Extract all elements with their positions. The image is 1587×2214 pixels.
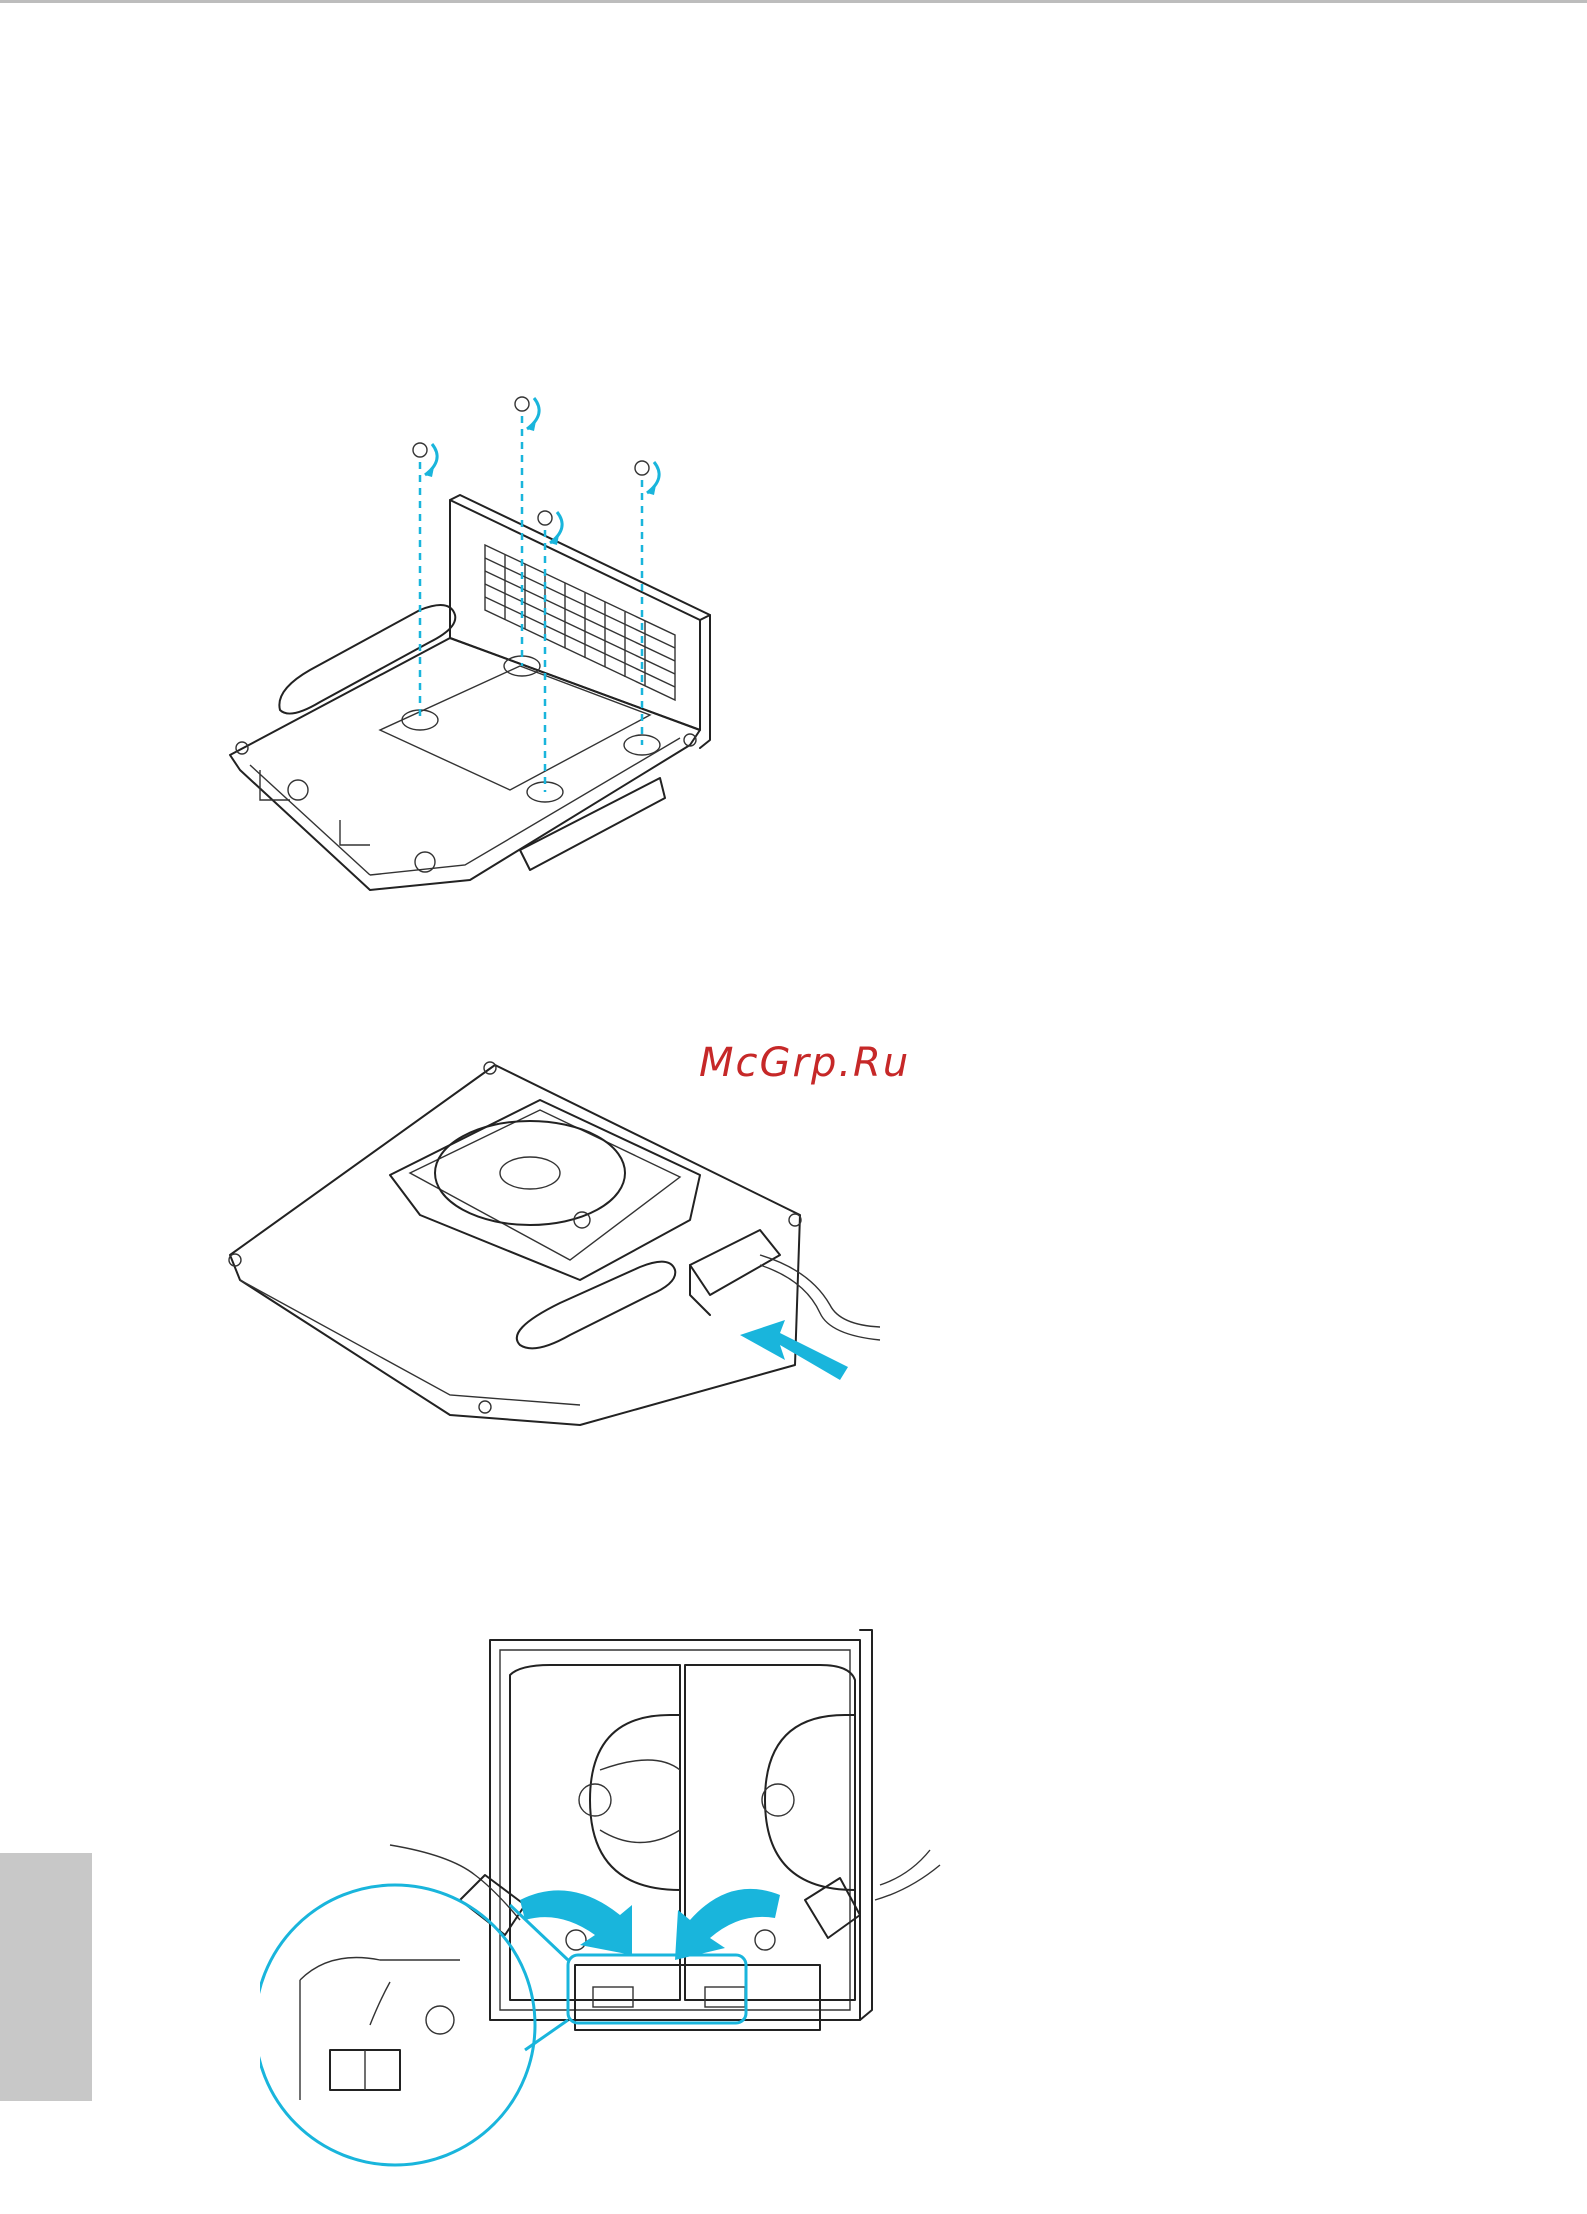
top-rule	[0, 0, 1587, 3]
side-tab	[0, 1853, 92, 2101]
watermark: McGrp.Ru	[699, 1040, 910, 1086]
figure-3-cable-connection	[260, 1620, 960, 2180]
insert-arrow-icon	[740, 1320, 848, 1380]
screw-icon-2	[515, 397, 539, 431]
figure-2-drive-install	[220, 1055, 900, 1435]
screw-icon-4	[635, 461, 659, 495]
screw-icon-3	[538, 511, 562, 545]
screw-icon-1	[413, 443, 437, 477]
figure-1-bracket-screws	[220, 370, 740, 910]
zoom-detail-circle	[260, 1885, 535, 2165]
left-curved-arrow-icon	[520, 1890, 632, 1955]
